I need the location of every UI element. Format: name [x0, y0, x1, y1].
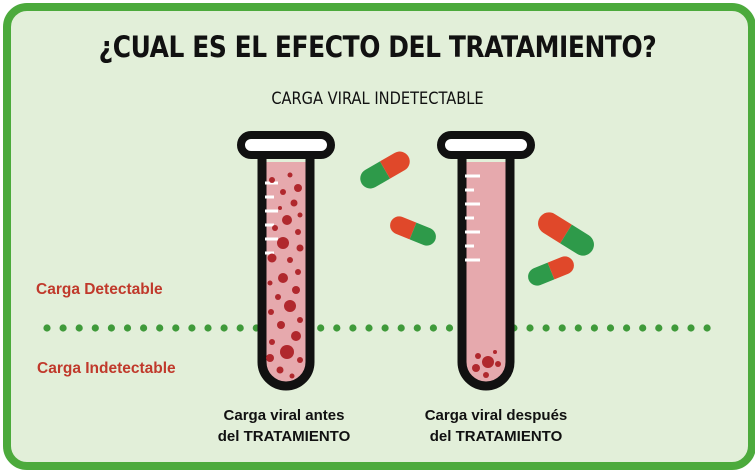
threshold-dot: [349, 324, 357, 332]
tube-after-caption-line2: del TRATAMIENTO: [429, 428, 563, 445]
threshold-dot: [75, 324, 83, 332]
threshold-dot: [606, 324, 615, 332]
card-background: [3, 3, 755, 470]
test-tube-after: [437, 131, 535, 391]
tube-after-virus-particles: [472, 350, 501, 378]
threshold-dot: [445, 324, 454, 332]
threshold-dot: [413, 324, 421, 332]
threshold-dot: [172, 324, 180, 332]
threshold-dotted-line: [43, 324, 711, 332]
tube-after-caption: Carga viral después del TRATAMIENTO: [396, 405, 596, 447]
threshold-dot: [381, 324, 389, 332]
page-title: ¿CUAL ES EL EFECTO DEL TRATAMIENTO?: [98, 30, 657, 64]
detectable-zone-label: Carga Detectable: [36, 281, 163, 298]
threshold-dot: [623, 324, 631, 332]
threshold-dot: [59, 324, 67, 332]
threshold-dot: [140, 324, 148, 332]
pill-2: [390, 216, 436, 246]
threshold-dot: [687, 324, 695, 332]
undetectable-zone-label: Carga Indetectable: [37, 360, 176, 377]
threshold-dot: [542, 324, 550, 332]
threshold-dot: [671, 324, 679, 332]
threshold-dot: [107, 324, 115, 332]
threshold-dot: [574, 324, 582, 332]
tube-after-liquid: [462, 162, 510, 386]
threshold-dot: [220, 324, 228, 332]
threshold-dot: [333, 324, 341, 332]
pill-4: [528, 256, 574, 286]
threshold-dot: [188, 324, 196, 332]
threshold-dot: [526, 324, 534, 332]
tube-after-graduations: [465, 174, 480, 262]
tube-before-graduations: [265, 181, 278, 255]
tube-before-caption-line1: Carga viral antes: [223, 407, 345, 424]
threshold-dot: [703, 324, 711, 332]
threshold-dot: [365, 324, 373, 332]
page-subtitle: CARGA VIRAL INDETECTABLE: [271, 89, 484, 109]
pill-3: [538, 212, 594, 256]
tube-before-caption-line2: del TRATAMIENTO: [217, 428, 351, 445]
pill-1: [360, 151, 410, 189]
threshold-dot: [236, 324, 244, 332]
threshold-dot: [123, 324, 132, 332]
test-tube-before: [237, 131, 335, 391]
threshold-dot: [156, 324, 164, 332]
threshold-dot: [43, 324, 51, 332]
tube-after-caption-line1: Carga viral después: [424, 407, 568, 424]
threshold-dot: [558, 324, 566, 332]
threshold-dot: [639, 324, 647, 332]
threshold-dot: [590, 324, 599, 332]
threshold-dot: [91, 324, 99, 332]
threshold-dot: [429, 324, 437, 332]
threshold-dot: [317, 324, 325, 332]
threshold-dot: [397, 324, 405, 332]
tube-before-caption: Carga viral antes del TRATAMIENTO: [184, 405, 384, 447]
threshold-dot: [204, 324, 212, 332]
tube-before-virus-particles: [266, 172, 304, 379]
threshold-dot: [655, 324, 663, 332]
